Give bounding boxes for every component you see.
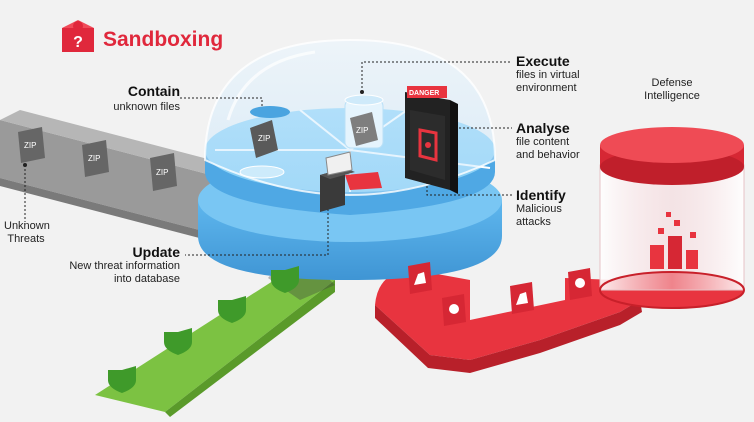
svg-text:?: ?	[73, 34, 83, 51]
zip-label-2: ZIP	[88, 154, 100, 163]
update-title: Update	[132, 244, 180, 260]
defense-cylinder	[599, 127, 745, 309]
danger-label: DANGER	[409, 90, 439, 97]
execute-label: Execute files in virtual environment	[516, 53, 580, 94]
execute-desc-1: files in virtual	[516, 69, 580, 82]
gray-conveyor	[0, 110, 250, 246]
contain-desc: unknown files	[113, 101, 180, 113]
update-label: Update New threat information into datab…	[40, 244, 180, 285]
analyse-desc-2: and behavior	[516, 148, 580, 161]
update-desc-2: into database	[113, 272, 180, 285]
identify-label: Identify Malicious attacks	[516, 187, 566, 228]
defense-line-2: Intelligence	[644, 89, 700, 102]
zip-label-5: ZIP	[356, 126, 368, 135]
analyse-label: Analyse file content and behavior	[516, 120, 580, 161]
identify-desc-1: Malicious	[516, 203, 562, 216]
brand-title: Sandboxing	[103, 28, 224, 51]
execute-desc-2: environment	[516, 81, 577, 94]
identify-desc-2: attacks	[516, 215, 551, 228]
execute-title: Execute	[516, 53, 570, 69]
unknown-line-1: Unknown	[4, 220, 50, 232]
zip-label-3: ZIP	[156, 168, 168, 177]
analyse-desc-1: file content	[516, 136, 570, 149]
execute-jar	[344, 94, 384, 149]
contain-label: Contain	[118, 83, 180, 99]
zip-label-4: ZIP	[258, 134, 270, 143]
contained-file	[239, 106, 290, 179]
unknown-line-2: Threats	[7, 232, 45, 245]
zip-file-icon	[18, 127, 177, 191]
danger-monitor	[405, 86, 458, 194]
contain-title: Contain	[127, 83, 180, 99]
update-desc-1: New threat information	[69, 260, 180, 273]
defense-line-1: Defense	[651, 77, 693, 89]
defense-intelligence-label: Defense Intelligence	[620, 77, 724, 102]
identify-title: Identify	[516, 187, 566, 203]
dome-highlight	[226, 50, 316, 121]
zip-label-1: ZIP	[24, 141, 36, 150]
analyse-title: Analyse	[516, 120, 570, 136]
update-box	[320, 151, 382, 212]
skull-icon	[449, 278, 585, 314]
trojan-horse-icon	[414, 272, 528, 305]
shield-check-icon	[108, 266, 299, 393]
bug-in-box-icon: ?	[62, 20, 94, 52]
unknown-threats-label: Unknown Threats	[4, 220, 50, 245]
